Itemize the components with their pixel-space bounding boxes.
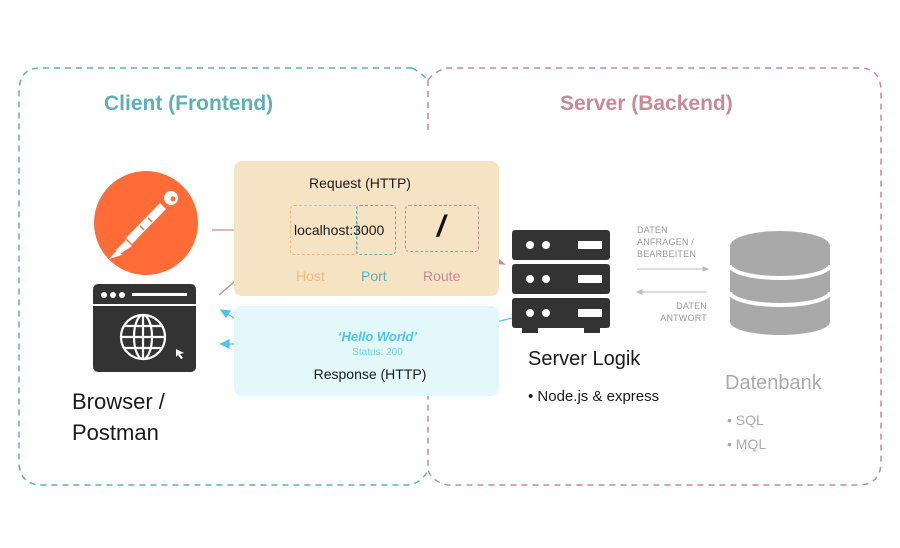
route-highlight-box	[405, 205, 479, 252]
database-bullet: • MQL	[727, 436, 767, 452]
route-label: Route	[423, 268, 461, 284]
response-body: ‘Hello World’	[337, 329, 418, 344]
database-label: Datenbank	[725, 372, 822, 394]
server-label: Server Logik	[528, 348, 641, 370]
flow-text: DATEN	[676, 301, 707, 311]
db-flow-arrows	[635, 266, 710, 295]
route-value: /	[436, 210, 446, 243]
flow-text: ANTWORT	[660, 313, 707, 323]
postman-logo-icon	[94, 171, 198, 275]
request-panel	[234, 161, 499, 296]
database-bullet: • SQL	[727, 412, 764, 428]
port-highlight-box	[356, 205, 396, 255]
db-request-flow-label: DATEN ANFRAGEN / BEARBEITEN	[637, 224, 696, 260]
response-title: Response (HTTP)	[313, 366, 427, 382]
host-label: Host	[296, 268, 325, 284]
db-response-flow-label: DATEN ANTWORT	[640, 300, 707, 324]
request-title: Request (HTTP)	[309, 175, 411, 191]
client-section-border	[18, 67, 429, 486]
client-label-line1: Browser /	[72, 389, 165, 414]
server-section-border	[427, 67, 882, 486]
flow-text: ANFRAGEN /	[637, 237, 695, 247]
server-rack-icon	[512, 230, 610, 333]
host-highlight-box	[290, 205, 358, 255]
response-status: Status: 200	[352, 347, 403, 358]
server-section-title: Server (Backend)	[560, 92, 733, 115]
port-label: Port	[361, 268, 387, 284]
client-label: Browser / Postman	[72, 386, 165, 448]
flow-text: BEARBEITEN	[637, 249, 697, 259]
response-panel	[234, 306, 499, 396]
request-url: localhost:3000	[294, 222, 385, 238]
database-icon	[728, 231, 832, 335]
server-bullet: • Node.js & express	[528, 388, 660, 405]
browser-window-globe-icon	[93, 284, 196, 372]
flow-text: DATEN	[637, 225, 668, 235]
client-label-line2: Postman	[72, 420, 159, 445]
client-section-title: Client (Frontend)	[104, 92, 274, 115]
